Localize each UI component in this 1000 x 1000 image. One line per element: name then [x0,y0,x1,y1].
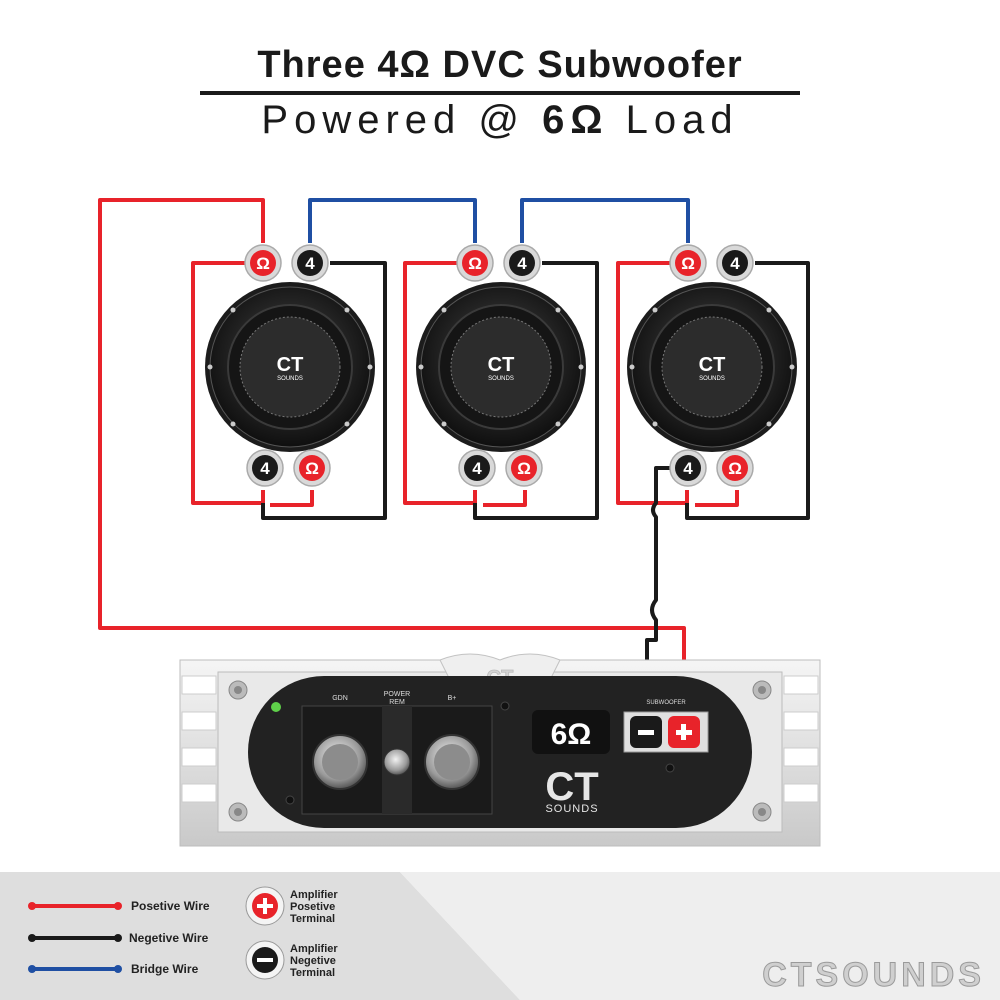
svg-text:Ω: Ω [681,254,695,273]
speaker-3-top-positive-terminal: Ω [669,244,707,282]
svg-text:4: 4 [730,254,740,273]
label-rem: REM [389,699,405,706]
speaker-1-bottom-negative-terminal: 4 [246,449,284,487]
speaker-logo: CT [699,354,726,376]
speaker-3-wiring [616,261,810,520]
bridge-wire-1 [308,198,477,243]
speaker-2-top-positive-terminal: Ω [456,244,494,282]
svg-text:Ω: Ω [256,254,270,273]
legend-amp-pos-3: Terminal [290,913,335,925]
svg-text:Ω: Ω [517,459,531,478]
load-badge: 6Ω [551,718,592,751]
speaker-1-wiring [191,261,387,520]
svg-text:4: 4 [305,254,315,273]
brand-logo: CTSOUNDS [762,956,985,994]
bridge-wire-2 [520,198,690,243]
legend-amp-neg-2: Negetive [290,955,336,967]
svg-text:4: 4 [472,459,482,478]
label-subwoofer: SUBWOOFER [646,700,686,706]
speaker-2-bottom-positive-terminal: Ω [505,449,543,487]
minus-icon [638,730,654,735]
speaker-logo: CT [277,354,304,376]
subwoofer-2: CT SOUNDS [416,282,586,452]
speaker-logo-sub: SOUNDS [488,376,514,382]
legend-positive-terminal-icon [245,886,285,926]
svg-text:4: 4 [683,459,693,478]
svg-text:Ω: Ω [468,254,482,273]
power-led [271,702,281,712]
speaker-logo-sub: SOUNDS [277,376,303,382]
speaker-2-bottom-negative-terminal: 4 [458,449,496,487]
amp-logo: CT [545,765,598,809]
main-positive-wire [98,198,686,735]
speaker-2-wiring [403,261,599,520]
subwoofer-3: CT SOUNDS [627,282,797,452]
amp-logo-sub: SOUNDS [545,803,598,815]
legend-negative-wire: Negetive Wire [129,931,209,945]
legend: Posetive Wire Negetive Wire Bridge Wire … [0,872,1000,1000]
svg-text:4: 4 [517,254,527,273]
speaker-2-top-negative-terminal: 4 [503,244,541,282]
speaker-3-top-negative-terminal: 4 [716,244,754,282]
label-gdn: GDN [332,695,348,702]
speaker-1-top-negative-terminal: 4 [291,244,329,282]
remote-terminal-screw[interactable] [383,748,411,776]
legend-positive-wire: Posetive Wire [131,899,210,913]
speaker-1-bottom-positive-terminal: Ω [293,449,331,487]
amplifier: CT GDN POWER REM B+ 6Ω [179,653,821,847]
main-negative-wire [645,466,670,735]
subwoofer-1: CT SOUNDS [205,282,375,452]
speaker-1-top-positive-terminal: Ω [244,244,282,282]
label-power: POWER [384,691,410,698]
label-bplus: B+ [448,695,457,702]
title-rule [200,91,800,95]
speaker-3-bottom-positive-terminal: Ω [716,449,754,487]
legend-negative-terminal-icon [245,940,285,980]
speaker-logo: CT [488,354,515,376]
legend-amp-neg-3: Terminal [290,967,335,979]
svg-text:4: 4 [260,459,270,478]
legend-amp-neg-1: Amplifier [290,943,338,955]
svg-text:Ω: Ω [305,459,319,478]
amp-positive-terminal[interactable] [668,716,700,748]
legend-bridge-wire: Bridge Wire [131,962,199,976]
legend-amp-pos-1: Amplifier [290,889,338,901]
legend-amp-pos-2: Posetive [290,901,335,913]
speaker-3-bottom-negative-terminal: 4 [669,449,707,487]
diagram-title: Three 4Ω DVC Subwoofer [257,44,743,86]
diagram-subtitle: Powered @ 6Ω Load [261,98,739,142]
svg-text:Ω: Ω [728,459,742,478]
speaker-logo-sub: SOUNDS [699,376,725,382]
amp-negative-terminal[interactable] [630,716,662,748]
